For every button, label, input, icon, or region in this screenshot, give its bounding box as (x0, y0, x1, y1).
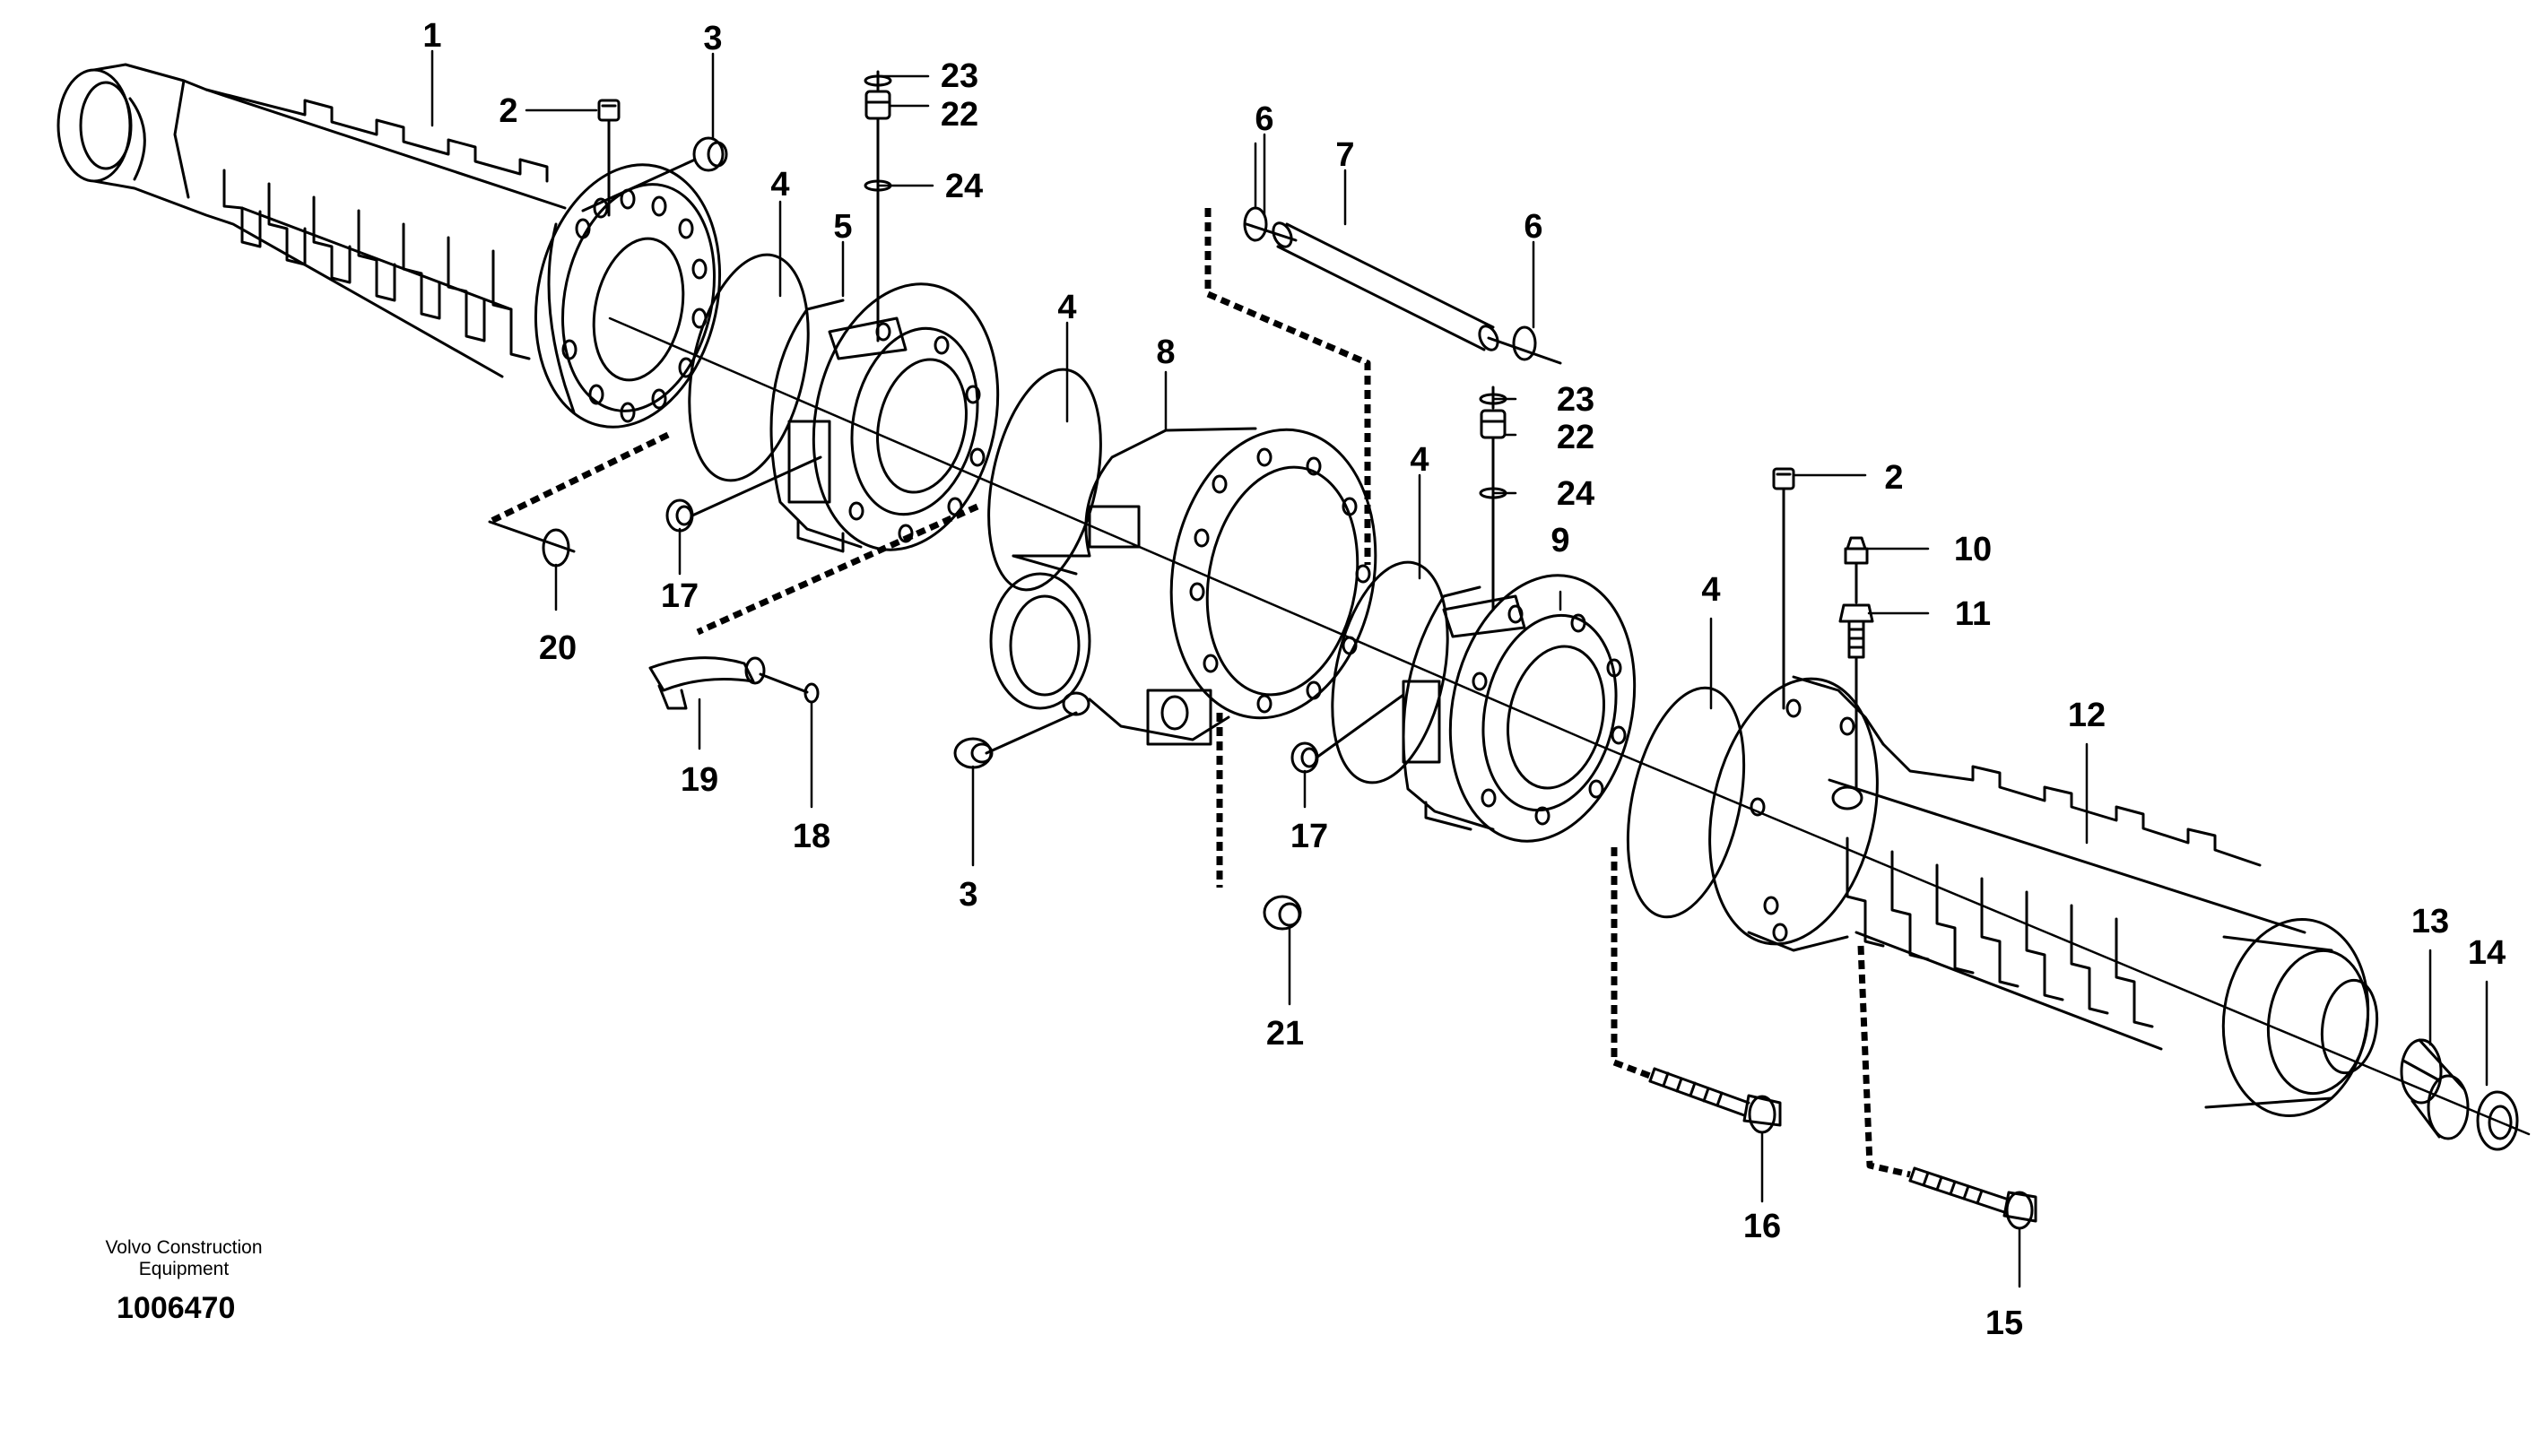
o-ring-right-middle (1331, 560, 1449, 784)
callout-23-right: 23 (1557, 381, 1594, 419)
company-line-2: Equipment (138, 1259, 230, 1279)
callout-3-top: 3 (703, 20, 722, 57)
callout-3-bottom: 3 (959, 876, 977, 914)
callout-21: 21 (1266, 1015, 1304, 1053)
callout-19: 19 (681, 761, 718, 799)
callout-17-right: 17 (1290, 818, 1328, 855)
callout-4-middle: 4 (1057, 289, 1076, 326)
breather-22-right (1479, 386, 1507, 611)
callout-8: 8 (1156, 334, 1175, 371)
screw-18 (759, 672, 820, 704)
callout-22-right: 22 (1557, 419, 1594, 456)
callout-24-left: 24 (945, 168, 983, 205)
plug-3-left (581, 136, 728, 212)
assembly-guide-lines (488, 208, 1911, 1178)
callout-6-top: 6 (1255, 100, 1273, 138)
callout-9: 9 (1550, 522, 1569, 559)
callout-4-right-middle: 4 (1410, 441, 1429, 479)
callout-23-left: 23 (941, 57, 978, 95)
callout-7: 7 (1335, 136, 1354, 174)
company-line-1: Volvo Construction (105, 1237, 263, 1258)
callout-2-left: 2 (499, 92, 517, 130)
bolt-15 (1908, 1166, 2037, 1230)
callout-24-right: 24 (1557, 475, 1594, 513)
callout-4-left: 4 (770, 166, 789, 204)
bushing (2400, 1038, 2470, 1140)
callout-4-right: 4 (1701, 571, 1720, 609)
plug-3-bottom (953, 711, 1078, 769)
callout-2-right: 2 (1884, 459, 1903, 497)
central-axle-housing (989, 427, 1377, 746)
o-ring-left (688, 253, 810, 482)
callout-10: 10 (1954, 531, 1992, 568)
callout-20: 20 (539, 629, 577, 667)
callout-labels: 1 2 3 23 22 24 4 5 6 7 6 4 8 23 22 24 2 … (422, 17, 2506, 1342)
callout-22-left: 22 (941, 96, 978, 134)
callout-1: 1 (422, 17, 441, 55)
callout-16: 16 (1743, 1208, 1781, 1245)
callout-17-left: 17 (661, 577, 699, 615)
drawing-number: 1006470 (117, 1291, 236, 1325)
washer-20 (488, 520, 576, 568)
callout-11: 11 (1955, 595, 1991, 633)
company-credit: Volvo Construction Equipment (81, 1237, 287, 1280)
plug-2-right (1772, 467, 1795, 710)
left-bearing-housing (769, 282, 1000, 553)
clamp-19 (648, 656, 766, 710)
callout-12: 12 (2068, 697, 2106, 734)
breather-22-left (864, 70, 892, 342)
callout-18: 18 (793, 818, 830, 855)
callout-15: 15 (1985, 1304, 2023, 1342)
callout-5: 5 (833, 208, 852, 246)
callout-13: 13 (2411, 903, 2449, 940)
adapter-11 (1838, 603, 1874, 791)
plug-21 (1263, 895, 1302, 931)
pin (1243, 206, 1562, 365)
right-axle-housing (1708, 675, 2379, 1117)
callout-6-right: 6 (1524, 208, 1542, 246)
washer (2476, 1090, 2519, 1151)
left-axle-housing (56, 63, 567, 378)
plug-17-right (1290, 693, 1405, 774)
callout-14: 14 (2468, 934, 2506, 972)
bolt-16 (1648, 1067, 1782, 1134)
centre-axis (608, 316, 2531, 1136)
right-bearing-housing (1402, 574, 1637, 843)
left-housing-flange (534, 163, 722, 429)
leader-lines (430, 49, 2489, 1288)
